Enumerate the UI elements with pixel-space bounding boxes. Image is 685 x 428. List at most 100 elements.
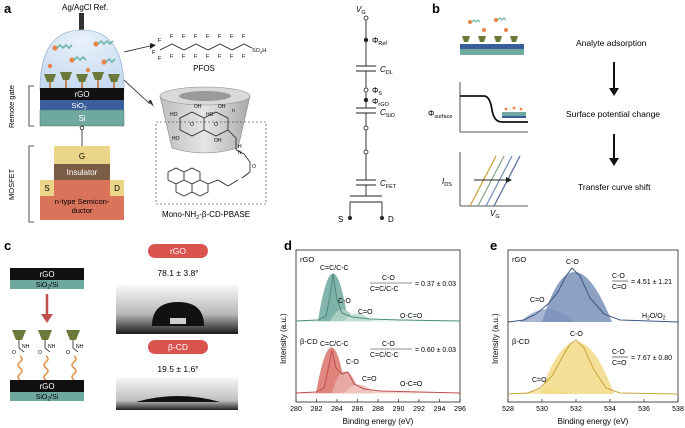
d-cd-peak1: C=C/C-C <box>320 341 349 348</box>
svg-text:F: F <box>206 54 210 60</box>
panel-a: a Ag/AgCl Ref. <box>4 1 397 224</box>
d-cd-name: β-CD <box>300 337 318 346</box>
svg-text:F: F <box>194 54 198 60</box>
svg-text:n: n <box>232 108 235 114</box>
svg-text:F: F <box>152 50 156 56</box>
d-cd-peak4: O-C=O <box>400 381 423 388</box>
panel-label-b: b <box>432 1 440 16</box>
e-cd-raw <box>507 339 679 395</box>
svg-text:O: O <box>214 122 218 128</box>
svg-text:F: F <box>242 34 246 40</box>
d-xlabel: Binding energy (eV) <box>343 417 414 426</box>
c-cd-angle: 19.5 ± 1.6° <box>157 364 198 374</box>
svg-text:F: F <box>206 34 210 40</box>
svg-text:HO: HO <box>172 136 180 142</box>
c-top-sio2 <box>10 280 84 289</box>
e-cd-fit-2 <box>540 342 614 394</box>
svg-text:O: O <box>12 350 16 356</box>
c-rgo-badge <box>148 244 208 258</box>
panel-label-d: d <box>284 238 292 253</box>
e-rgo-peak1: C=O <box>530 297 545 304</box>
x-tick-label: 282 <box>311 406 323 413</box>
circuit-c-fet: CFET <box>380 179 397 190</box>
c-bottom-sio2-label: SiO2/Si <box>36 394 59 403</box>
circuit-phi-rgo: ΦrGO <box>372 97 390 108</box>
panel-c: c rGO SiO2/Si O NH O NH O NH rGO SiO2/Si <box>4 238 238 410</box>
c-functionalized-stack: O NH O NH O NH <box>12 330 84 381</box>
c-rgo-angle: 78.1 ± 3.8° <box>157 268 198 278</box>
e-cd-name: β-CD <box>512 337 530 346</box>
circuit-c-dl: CDL <box>380 65 393 76</box>
svg-text:F: F <box>218 54 222 60</box>
svg-text:OH: OH <box>194 104 202 110</box>
equivalent-circuit <box>349 18 383 216</box>
e-cd-peak1: C=O <box>532 377 547 384</box>
e-rgo-raw <box>507 267 679 323</box>
d-rgo-peak1: C=C/C-C <box>320 265 349 272</box>
x-tick-label: 280 <box>290 406 302 413</box>
x-tick-label: 534 <box>604 406 616 413</box>
circuit-phi-s: ΦS <box>372 86 382 97</box>
circuit-vg: VG <box>356 5 366 16</box>
gate-layer <box>54 146 110 164</box>
c-cd-badge <box>148 340 208 354</box>
x-tick-label: 530 <box>536 406 548 413</box>
circuit-drain: D <box>388 215 394 224</box>
arrow-to-cd <box>123 79 151 105</box>
e-rgo-peak3: H2O/O2 <box>642 313 666 322</box>
d-rgo-raw <box>295 273 461 322</box>
x-tick-label: 288 <box>372 406 384 413</box>
step-surface-potential: Surface potential change <box>566 109 660 119</box>
svg-text:O: O <box>190 122 194 128</box>
ref-electrode-label: Ag/AgCl Ref. <box>62 3 108 12</box>
cd-structure: HO OH HO OH O O HO OH n H N O Mono-NH2-β… <box>155 86 267 221</box>
svg-text:F: F <box>242 54 246 60</box>
remote-gate-bracket <box>28 85 34 127</box>
b-potential-icon <box>459 82 528 133</box>
c-top-sio2-label: SiO2/Si <box>36 282 59 291</box>
gate-label: G <box>79 152 85 161</box>
d-cd-ratio-num: C-O <box>382 341 395 348</box>
svg-text:F: F <box>218 34 222 40</box>
d-cd-fit-3 <box>344 384 374 393</box>
e-cd-ratio-val: = 7.67 ± 0.80 <box>631 355 672 362</box>
svg-text:F: F <box>182 34 186 40</box>
d-rgo-peak4: O-C=O <box>400 313 423 320</box>
c-bottom-sio2 <box>10 392 84 401</box>
c-cd-droplet <box>136 396 220 402</box>
b-adsorption-icon <box>460 17 524 55</box>
source-label: S <box>44 184 49 193</box>
svg-text:H: H <box>238 144 242 150</box>
step-transfer-curve: Transfer curve shift <box>578 182 651 192</box>
svg-text:NH: NH <box>76 344 84 350</box>
svg-text:N: N <box>238 150 242 156</box>
pfos-acid-group: SO3H <box>252 48 266 55</box>
semiconductor-label-1: n-type Semicon- <box>55 197 110 206</box>
x-tick-label: 532 <box>570 406 582 413</box>
svg-text:F: F <box>230 54 234 60</box>
cd-label: Mono-NH2-β-CD-PBASE <box>162 210 250 221</box>
x-tick-label: 528 <box>502 406 514 413</box>
e-cd-ratio-num: C-O <box>612 349 625 356</box>
pfos-molecules <box>47 39 116 73</box>
svg-text:F: F <box>182 54 186 60</box>
d-rgo-ratio-val: = 0.37 ± 0.03 <box>415 281 456 288</box>
b-transfer-icon <box>459 152 528 207</box>
e-plot-frame <box>507 249 679 403</box>
c-bottom-rgo <box>10 380 84 392</box>
d-cd-ratio-val: = 0.60 ± 0.03 <box>415 347 456 354</box>
e-rgo-ratio-den: C=O <box>612 284 627 291</box>
e-rgo-peak2: C-O <box>566 259 579 266</box>
svg-text:OH: OH <box>218 104 226 110</box>
svg-text:F: F <box>170 54 174 60</box>
arrow-to-pfos <box>123 45 151 53</box>
semiconductor-label-2: ductor <box>72 206 93 215</box>
c-cd-badge-label: β-CD <box>168 342 188 352</box>
d-rgo-peak3: C=O <box>358 309 373 316</box>
d-rgo-ratio-num: C-O <box>382 275 395 282</box>
svg-text:F: F <box>158 38 162 44</box>
d-rgo-ratio-den: C=C/C-C <box>370 286 399 293</box>
